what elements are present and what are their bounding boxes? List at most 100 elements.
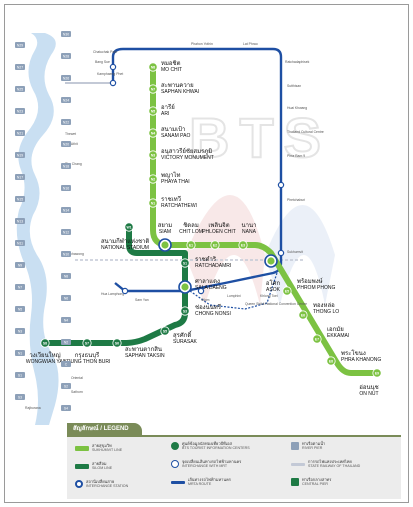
station-on-nut: E9อ่อนนุชON NUT bbox=[359, 368, 382, 397]
station-name-en: SIAM bbox=[159, 229, 171, 235]
station-marker-icon bbox=[148, 62, 158, 72]
mrt-station-icon bbox=[121, 287, 129, 295]
station-code: N4 bbox=[151, 131, 155, 135]
station-name-th: ทองหล่อ bbox=[313, 302, 335, 309]
pier-code: N13 bbox=[17, 220, 23, 224]
pier-icon bbox=[61, 229, 71, 235]
station-name-th: ราชดำริ bbox=[195, 256, 217, 263]
station-marker-icon bbox=[372, 368, 382, 378]
minor-label-lumphini: Lumphini bbox=[227, 294, 241, 298]
station-name-en: SALA DAENG bbox=[195, 285, 227, 291]
pier-code: S2 bbox=[64, 385, 68, 389]
river-pier: N10 bbox=[61, 251, 71, 257]
station-marker-icon bbox=[160, 326, 170, 336]
mrta-swatch-icon bbox=[171, 480, 185, 484]
station-code: S8 bbox=[43, 341, 47, 345]
pier-icon bbox=[15, 64, 25, 70]
pier-code: N28 bbox=[63, 55, 69, 59]
station-marker-icon bbox=[148, 128, 158, 138]
station-surasak: S5สุรศักดิ์SURASAK bbox=[160, 326, 198, 345]
pier-code: N1 bbox=[18, 352, 22, 356]
pier-icon bbox=[15, 130, 25, 136]
minor-label-sutthisan: Sutthisan bbox=[287, 84, 301, 88]
station-name-th: สุรศักดิ์ bbox=[173, 330, 193, 339]
station-name-th: ราชเทวี bbox=[161, 195, 181, 203]
station-marker-icon bbox=[180, 258, 190, 268]
pier-icon bbox=[15, 42, 25, 48]
river-pier: N30 bbox=[61, 31, 71, 37]
station-code: E2 bbox=[213, 243, 217, 247]
pier-code: S3 bbox=[18, 396, 22, 400]
minor-label-hua-lamphong: Hua Lamphong bbox=[101, 292, 124, 296]
pier-icon bbox=[61, 31, 71, 37]
pier-code: N29 bbox=[17, 44, 23, 48]
station-code: N7 bbox=[151, 87, 155, 91]
river-pier: N21 bbox=[15, 130, 25, 136]
pier-code: N7 bbox=[18, 286, 22, 290]
river-pier: N3 bbox=[15, 328, 25, 334]
station-name-en: RATCHATHEWI bbox=[161, 203, 197, 209]
station-name-en: ASOK bbox=[266, 287, 281, 293]
station-marker-icon bbox=[186, 240, 196, 250]
station-name-en: ON NUT bbox=[359, 391, 378, 397]
river-pier: N29 bbox=[15, 42, 25, 48]
pier-icon bbox=[15, 262, 25, 268]
mrt-station-icon bbox=[109, 79, 117, 87]
minor-label-kamphaeng-phet: Kamphaeng Phet bbox=[97, 72, 123, 76]
station-marker-icon bbox=[267, 257, 275, 265]
minor-label-qsncc: Queen Sirikit National Convention Centre bbox=[245, 302, 307, 306]
station-code: N1 bbox=[151, 201, 155, 205]
minor-label-ratchawong: Ratchawong bbox=[65, 252, 84, 256]
brt-route bbox=[189, 266, 280, 310]
sukhumvit-line bbox=[150, 67, 377, 376]
pier-code: N21 bbox=[17, 132, 23, 136]
station-name-en: SANAM PAO bbox=[161, 133, 190, 139]
station-code: E6 bbox=[301, 313, 305, 317]
river-pier: N18 bbox=[61, 163, 71, 169]
minor-label-rajburana: Rajburana bbox=[25, 406, 41, 410]
river-pier: N25 bbox=[15, 86, 25, 92]
river-pier: N23 bbox=[15, 108, 25, 114]
station-name-th: อโศก bbox=[266, 279, 281, 287]
station-ratchathewi: N1 ราชเทวีRATCHATHEWI bbox=[148, 195, 197, 209]
station-name-th: อ่อนนุช bbox=[359, 384, 378, 391]
station-marker-icon bbox=[298, 310, 308, 320]
pier-code: N14 bbox=[63, 209, 69, 213]
pier-code: N30 bbox=[63, 33, 69, 37]
river-pier: N7 bbox=[15, 284, 25, 290]
pier-code: N18 bbox=[63, 165, 69, 169]
pier-code: N11 bbox=[17, 242, 23, 246]
river-pier: N5 bbox=[15, 306, 25, 312]
minor-label-khlong-toei: Khlong Toei bbox=[260, 294, 278, 298]
pier-code: N5 bbox=[18, 308, 22, 312]
station-name-en: CHONG NONSI bbox=[195, 311, 231, 317]
pier-icon bbox=[15, 328, 25, 334]
river-pier: N17 bbox=[15, 174, 25, 180]
minor-label-bang-sue: Bang Sue bbox=[95, 60, 110, 64]
station-marker-icon bbox=[112, 338, 122, 348]
pier-icon bbox=[61, 383, 71, 389]
station-code: E8 bbox=[329, 359, 333, 363]
silom-swatch-icon bbox=[75, 463, 89, 469]
station-marker-icon bbox=[148, 174, 158, 184]
watermark-red-swoosh bbox=[185, 195, 265, 305]
station-name-en: PHROM PHONG bbox=[297, 285, 335, 291]
pier-code: N19 bbox=[17, 154, 23, 158]
pier-icon bbox=[61, 251, 71, 257]
station-chong-nonsi: S3ช่องนนทรีCHONG NONSI bbox=[180, 303, 231, 317]
pier-icon bbox=[15, 372, 25, 378]
station-name-en: RATCHADAMRI bbox=[195, 263, 231, 269]
river-pier: S4 bbox=[61, 405, 71, 411]
station-name-en: PHAYA THAI bbox=[161, 179, 190, 185]
station-marker-icon bbox=[148, 106, 158, 116]
